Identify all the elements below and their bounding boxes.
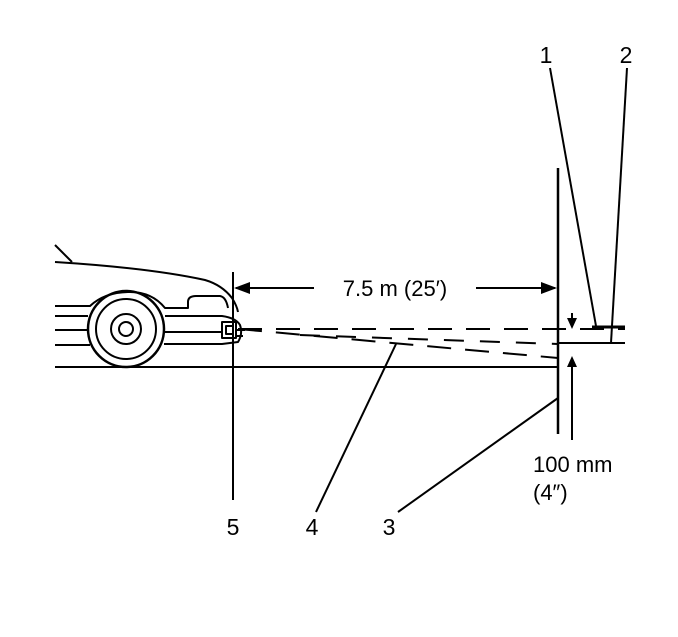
arrow-up-icon bbox=[567, 356, 577, 367]
leader-lines bbox=[315, 67, 628, 513]
beam-mid bbox=[299, 334, 559, 345]
arrow-down-icon bbox=[567, 318, 577, 329]
leader-1 bbox=[549, 67, 597, 327]
callout-5: 5 bbox=[227, 514, 240, 540]
arrow-right-icon bbox=[541, 282, 557, 294]
callout-1: 1 bbox=[540, 42, 553, 68]
hood-line bbox=[54, 261, 239, 313]
distance-label: 7.5 m (25′) bbox=[343, 276, 447, 301]
leader-4 bbox=[315, 343, 397, 513]
lower-body bbox=[55, 329, 222, 346]
offset-dimension bbox=[567, 313, 577, 440]
leader-2 bbox=[610, 67, 628, 344]
callout-2: 2 bbox=[620, 42, 633, 68]
leader-3 bbox=[397, 397, 559, 513]
bumper bbox=[164, 315, 243, 345]
vehicle-front bbox=[54, 244, 245, 346]
distance-dimension: 7.5 m (25′) bbox=[234, 276, 557, 301]
front-wheel bbox=[86, 289, 166, 369]
offset-label-metric: 100 mm bbox=[533, 452, 612, 477]
beam-drop bbox=[237, 328, 559, 359]
windshield-line bbox=[54, 244, 73, 263]
arrow-left-icon bbox=[234, 282, 250, 294]
callout-3: 3 bbox=[383, 514, 396, 540]
callout-4: 4 bbox=[306, 514, 319, 540]
offset-label-imperial: (4″) bbox=[533, 480, 568, 505]
beam-lines bbox=[237, 328, 625, 359]
